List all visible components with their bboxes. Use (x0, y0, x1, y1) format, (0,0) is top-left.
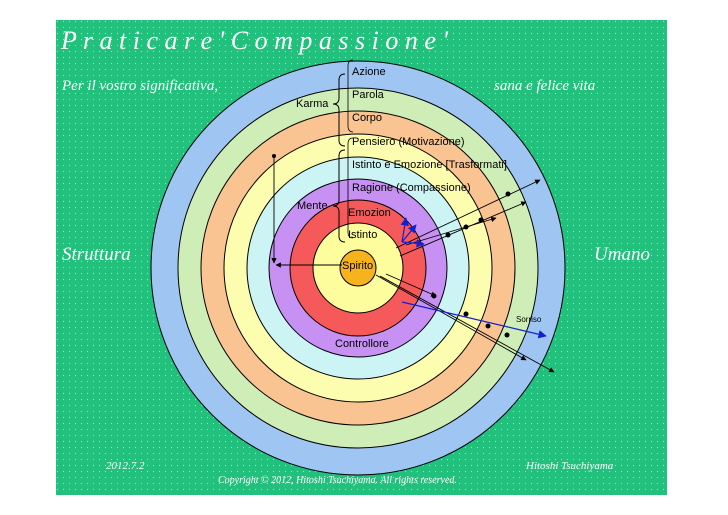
subtitle-right: sana e felice vita (494, 78, 596, 94)
arrow-down-right-1 (375, 274, 527, 361)
ring-spirito (339, 249, 377, 287)
slide-copyright: Copyright © 2012, Hitoshi Tsuchiyama. Al… (218, 475, 457, 486)
slide: P r a t i c a r e ' C o m p a s s i o n … (56, 20, 667, 495)
pensiero-bracket (347, 137, 354, 239)
label-umano: Umano (594, 244, 650, 265)
label-parola: Parola (352, 89, 384, 101)
diagram-canvas (56, 20, 667, 495)
label-struttura: Struttura (62, 244, 131, 265)
label-pensiero: Pensiero (Motivazione) (352, 136, 465, 148)
arrow-node (505, 191, 511, 197)
slide-author: Hitoshi Tsuchiyama (526, 460, 614, 472)
karma-bracket (332, 73, 346, 147)
arrow-node (485, 323, 491, 329)
blue-arrow-2 (401, 224, 417, 243)
label-karma: Karma (296, 98, 329, 110)
label-mente: Mente (297, 200, 328, 212)
arrow-down-right-3 (385, 273, 437, 297)
mente-bracket (332, 149, 346, 243)
blue-arrow-3 (401, 239, 425, 248)
arrow-node (463, 224, 469, 230)
arrow-node (504, 332, 510, 338)
label-controllore: Controllore (335, 338, 389, 350)
label-istinto-emozione: Istinto e Emozione [Trasformati] (352, 159, 507, 171)
label-istinto: Istinto (348, 229, 378, 241)
arrow-down-right-2 (379, 275, 555, 373)
label-emozion: Emozion (348, 207, 391, 219)
arrow-node (272, 154, 276, 158)
arrow-node (431, 293, 437, 299)
label-corpo: Corpo (352, 112, 382, 124)
subtitle-left: Per il vostro significativa, (62, 78, 219, 94)
azione-bracket (347, 59, 354, 133)
slide-date: 2012.7.2 (106, 460, 145, 472)
slide-title: P r a t i c a r e ' C o m p a s s i o n … (61, 26, 448, 55)
label-azione: Azione (352, 66, 386, 78)
arrow-node (478, 217, 484, 223)
blue-arrow-1 (400, 217, 409, 243)
arrow-node (463, 311, 469, 317)
label-sorriso: Sorriso (516, 315, 542, 324)
label-spirito: Spirito (342, 260, 374, 272)
label-ragione: Ragione (Compassione) (352, 182, 471, 194)
blue-arrow-4 (401, 301, 547, 339)
arrow-up-right-1 (395, 179, 541, 249)
arrow-node (445, 232, 451, 238)
